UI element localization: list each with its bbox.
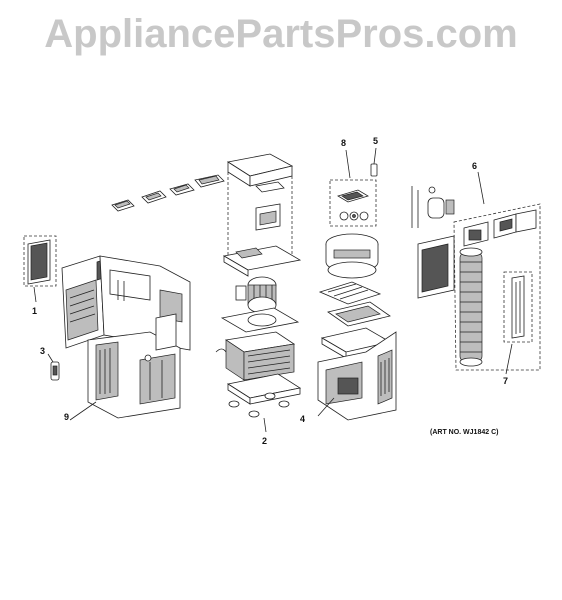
- callout-2: 2: [262, 436, 267, 446]
- part-7-window-slider[interactable]: [503, 271, 533, 375]
- center-column-assembly: [215, 153, 302, 433]
- callout-9: 9: [64, 412, 69, 422]
- watermark-logo: AppliancePartsPros.com: [44, 12, 518, 56]
- callout-3: 3: [40, 346, 45, 356]
- callout-8: 8: [341, 138, 346, 148]
- part-1-filter-panel[interactable]: [23, 235, 57, 303]
- part-8-hardware-kit[interactable]: [329, 149, 377, 227]
- callout-6: 6: [472, 161, 477, 171]
- louver-parts-group: [111, 174, 225, 212]
- callout-5: 5: [373, 136, 378, 146]
- part-5-screw[interactable]: [370, 147, 378, 177]
- part-6-exhaust-hose-kit[interactable]: [453, 171, 541, 371]
- left-housing-assembly: [61, 255, 191, 421]
- callout-1: 1: [32, 306, 37, 316]
- compressor-and-panel: [411, 186, 455, 299]
- callout-4: 4: [300, 414, 305, 424]
- art-number: (ART NO. WJ1842 C): [430, 429, 498, 436]
- right-center-assembly: [317, 233, 397, 421]
- callout-7: 7: [503, 376, 508, 386]
- part-3-small-knob[interactable]: [47, 353, 60, 381]
